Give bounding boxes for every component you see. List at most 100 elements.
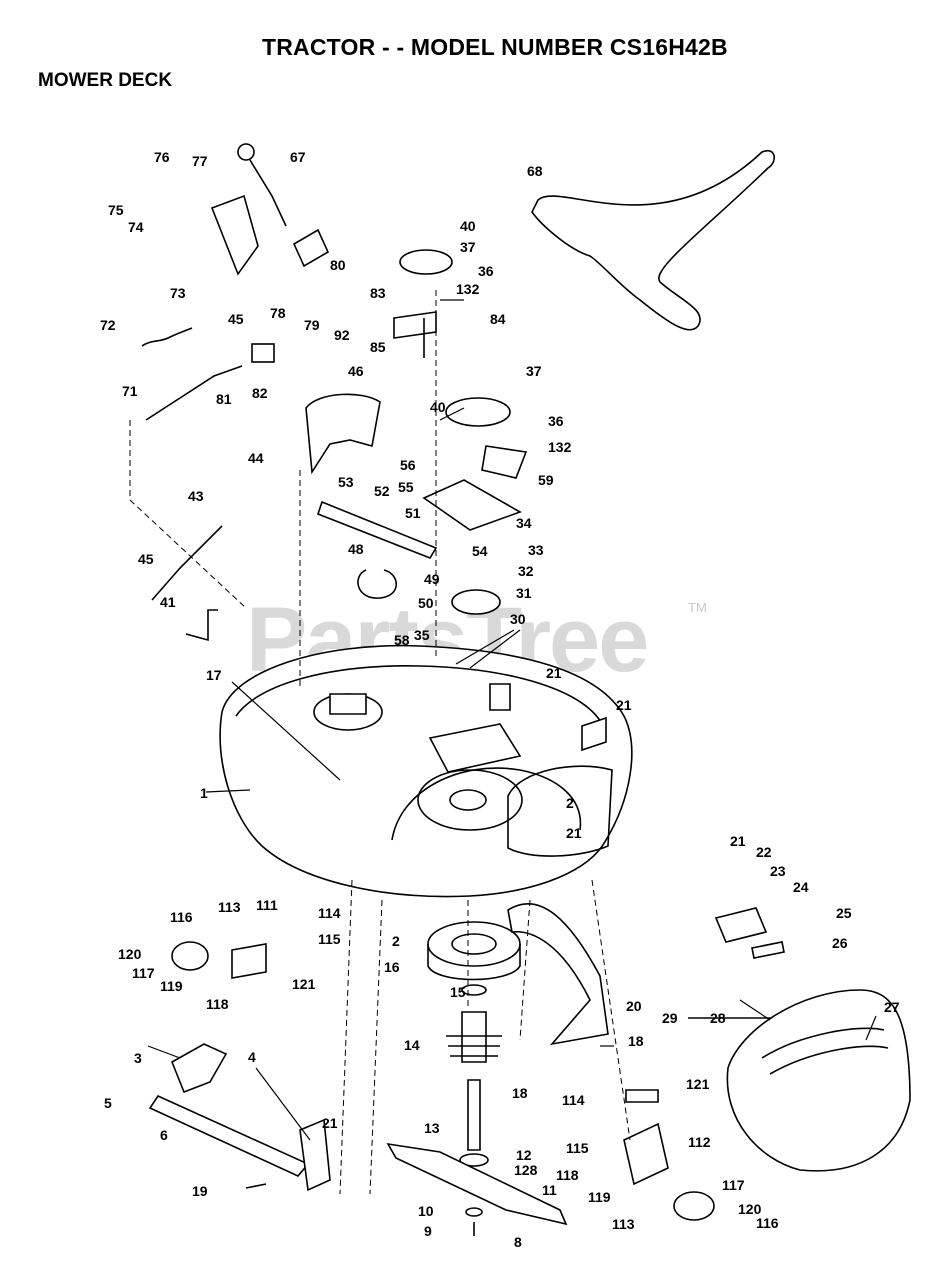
part-callout-117: 117 bbox=[722, 1177, 745, 1193]
part-callout-19: 19 bbox=[192, 1183, 208, 1199]
lift-handle-assembly bbox=[141, 143, 330, 642]
part-callout-10: 10 bbox=[418, 1203, 434, 1219]
watermark-trademark: TM bbox=[688, 600, 707, 615]
part-callout-72: 72 bbox=[100, 317, 116, 333]
part-callout-8: 8 bbox=[514, 1234, 522, 1250]
part-callout-36: 36 bbox=[548, 413, 564, 429]
part-callout-28: 28 bbox=[710, 1010, 726, 1026]
part-callout-75: 75 bbox=[108, 202, 124, 218]
part-callout-68: 68 bbox=[527, 163, 543, 179]
part-callout-3: 3 bbox=[134, 1050, 142, 1066]
part-callout-21: 21 bbox=[566, 825, 582, 841]
part-callout-4: 4 bbox=[248, 1049, 256, 1065]
part-callout-45: 45 bbox=[228, 311, 244, 327]
part-callout-41: 41 bbox=[160, 594, 176, 610]
part-callout-21: 21 bbox=[546, 665, 562, 681]
part-callout-14: 14 bbox=[404, 1037, 420, 1053]
part-callout-21: 21 bbox=[616, 697, 632, 713]
part-callout-118: 118 bbox=[206, 996, 229, 1012]
part-callout-121: 121 bbox=[686, 1076, 710, 1092]
part-callout-21: 21 bbox=[322, 1115, 338, 1131]
part-callout-119: 119 bbox=[160, 978, 183, 994]
part-callout-6: 6 bbox=[160, 1127, 168, 1143]
part-callout-74: 74 bbox=[128, 219, 144, 235]
part-callout-116: 116 bbox=[170, 909, 193, 925]
part-callout-58: 58 bbox=[394, 632, 410, 648]
part-callout-114: 114 bbox=[318, 905, 341, 921]
part-callout-50: 50 bbox=[418, 595, 434, 611]
part-callout-49: 49 bbox=[424, 571, 440, 587]
part-callout-40: 40 bbox=[460, 218, 476, 234]
drive-belt bbox=[531, 149, 775, 331]
part-callout-115: 115 bbox=[318, 931, 341, 947]
part-callout-34: 34 bbox=[516, 515, 532, 531]
part-callout-35: 35 bbox=[414, 627, 430, 643]
part-callout-81: 81 bbox=[216, 391, 232, 407]
part-callout-24: 24 bbox=[793, 879, 809, 895]
part-callout-54: 54 bbox=[472, 543, 488, 559]
section-title: MOWER DECK bbox=[38, 70, 173, 91]
rear-brackets-and-chute bbox=[507, 903, 911, 1221]
part-callout-132: 132 bbox=[456, 281, 480, 297]
part-callout-112: 112 bbox=[688, 1134, 711, 1150]
part-callout-76: 76 bbox=[154, 149, 170, 165]
part-callout-48: 48 bbox=[348, 541, 364, 557]
part-callout-118: 118 bbox=[556, 1167, 579, 1183]
part-callout-119: 119 bbox=[588, 1189, 611, 1205]
part-callout-73: 73 bbox=[170, 285, 186, 301]
part-callout-46: 46 bbox=[348, 363, 364, 379]
part-callout-45: 45 bbox=[138, 551, 154, 567]
part-callout-23: 23 bbox=[770, 863, 786, 879]
part-callout-12: 12 bbox=[516, 1147, 532, 1163]
deck-spindle-assembly bbox=[386, 921, 568, 1236]
callout-leaders bbox=[147, 299, 877, 1141]
part-callout-15: 15 bbox=[450, 984, 466, 1000]
part-callout-11: 11 bbox=[542, 1182, 557, 1198]
part-callout-17: 17 bbox=[206, 667, 222, 683]
part-callout-21: 21 bbox=[730, 833, 746, 849]
part-callout-37: 37 bbox=[526, 363, 542, 379]
part-callout-20: 20 bbox=[626, 998, 642, 1014]
part-callout-31: 31 bbox=[516, 585, 532, 601]
mower-deck-housing bbox=[219, 644, 633, 898]
part-callout-5: 5 bbox=[104, 1095, 112, 1111]
part-callout-111: 111 bbox=[256, 897, 278, 913]
part-callout-85: 85 bbox=[370, 339, 386, 355]
part-callout-40: 40 bbox=[430, 399, 446, 415]
part-callout-80: 80 bbox=[330, 257, 346, 273]
part-callout-18: 18 bbox=[628, 1033, 644, 1049]
part-callout-82: 82 bbox=[252, 385, 268, 401]
part-callout-43: 43 bbox=[188, 488, 204, 504]
part-callout-9: 9 bbox=[424, 1223, 432, 1239]
part-callout-71: 71 bbox=[122, 383, 138, 399]
part-callout-36: 36 bbox=[478, 263, 494, 279]
part-callout-132: 132 bbox=[548, 439, 572, 455]
part-callout-37: 37 bbox=[460, 239, 476, 255]
part-callout-30: 30 bbox=[510, 611, 526, 627]
part-callout-56: 56 bbox=[400, 457, 416, 473]
part-callout-22: 22 bbox=[756, 844, 772, 860]
part-callout-2: 2 bbox=[566, 795, 574, 811]
part-callout-128: 128 bbox=[514, 1162, 538, 1178]
idler-arm-assembly bbox=[305, 249, 528, 615]
part-callout-13: 13 bbox=[424, 1120, 440, 1136]
part-callout-32: 32 bbox=[518, 563, 534, 579]
part-callout-67: 67 bbox=[290, 149, 306, 165]
part-callout-78: 78 bbox=[270, 305, 286, 321]
part-callout-77: 77 bbox=[192, 153, 208, 169]
part-callout-52: 52 bbox=[374, 483, 390, 499]
assembly-guide-lines bbox=[129, 290, 631, 1195]
part-callout-26: 26 bbox=[832, 935, 848, 951]
part-callout-120: 120 bbox=[738, 1201, 762, 1217]
part-callout-18: 18 bbox=[512, 1085, 528, 1101]
part-callout-116: 116 bbox=[756, 1215, 779, 1231]
part-callout-117: 117 bbox=[132, 965, 155, 981]
part-callout-2: 2 bbox=[392, 933, 400, 949]
part-callout-25: 25 bbox=[836, 905, 852, 921]
part-callout-114: 114 bbox=[562, 1092, 585, 1108]
part-callout-55: 55 bbox=[398, 479, 414, 495]
part-callout-44: 44 bbox=[248, 450, 264, 466]
page-title: TRACTOR - - MODEL NUMBER CS16H42B bbox=[262, 34, 728, 60]
